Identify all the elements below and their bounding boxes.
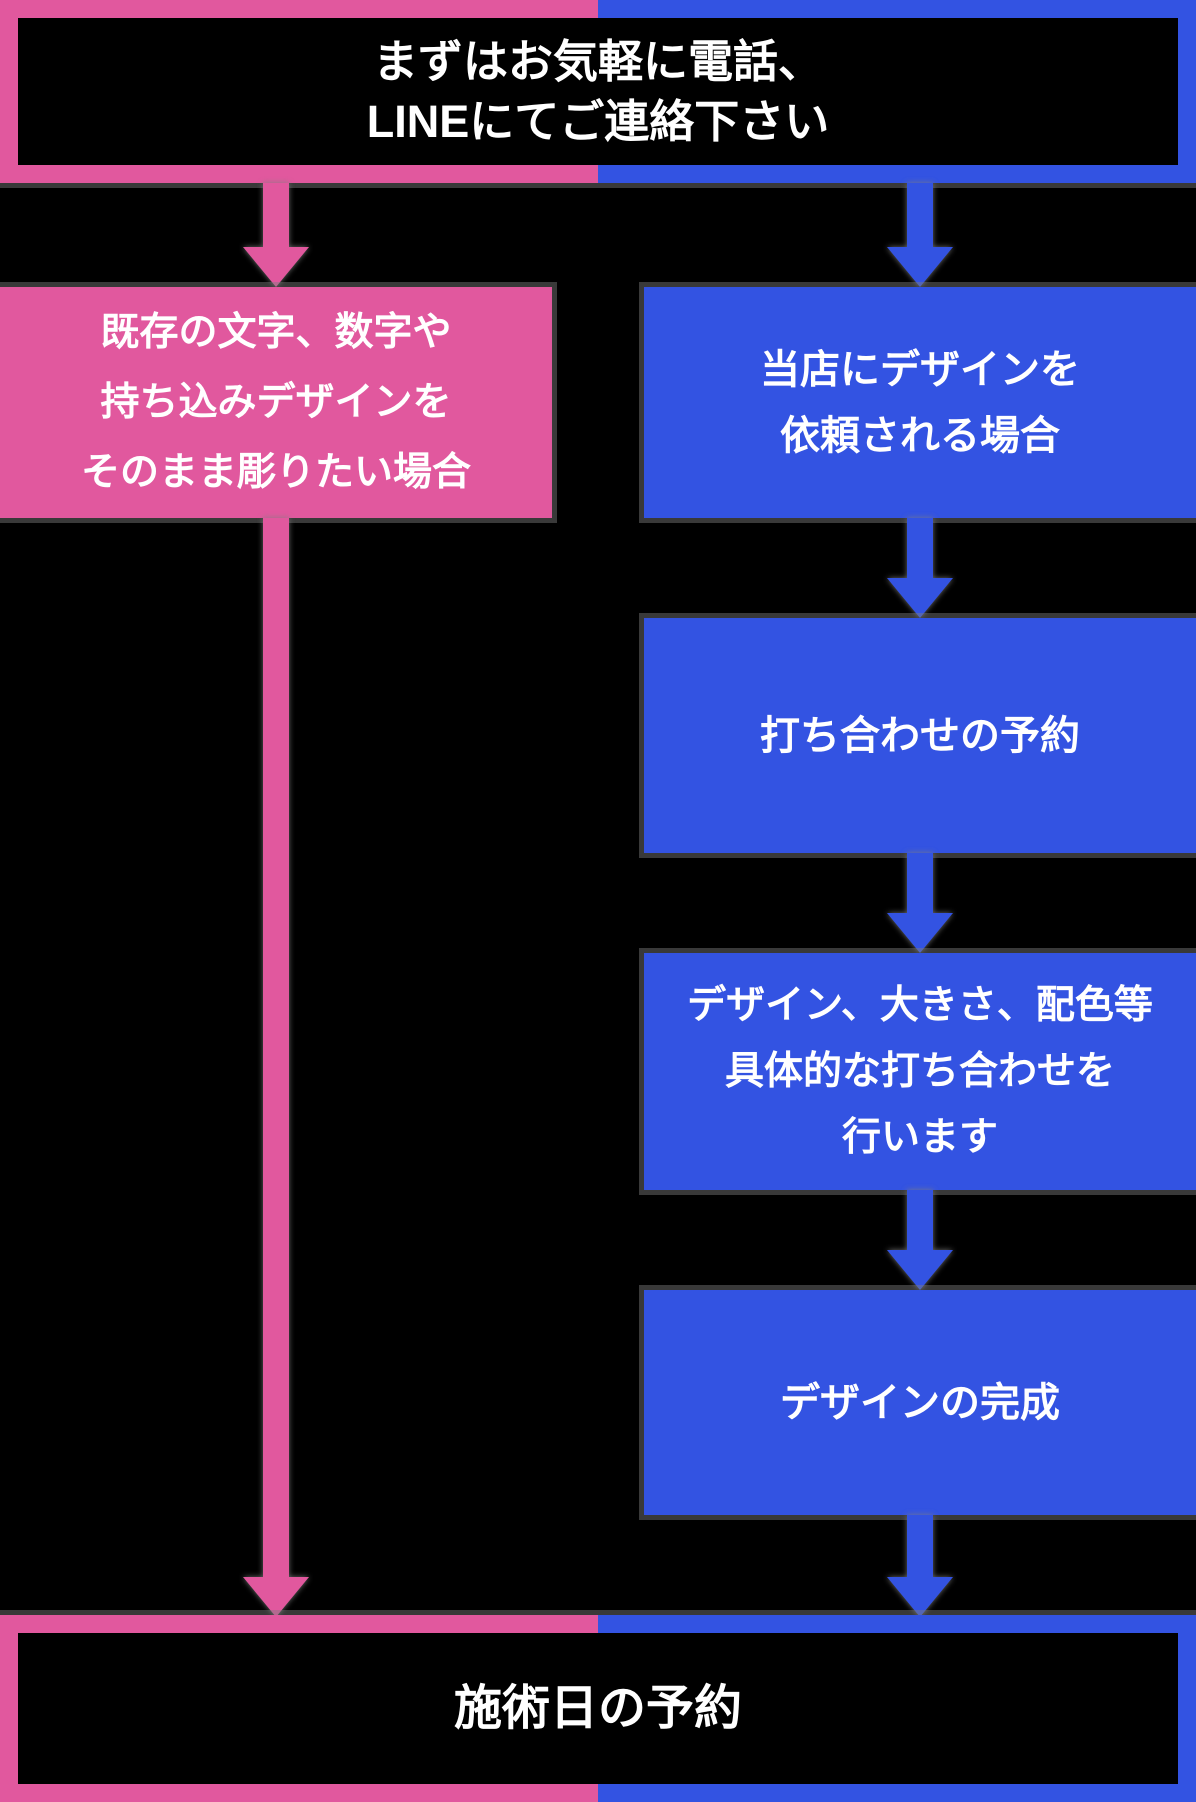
arrow-head-icon (887, 1250, 953, 1290)
arrow-head-icon (887, 913, 953, 953)
arrow-shaft (907, 518, 933, 580)
arrow-banner-to-blue-box1-icon (887, 183, 953, 287)
arrow-blue-box2-to-box3-icon (887, 853, 953, 953)
top-banner: まずはお気軽に電話、 LINEにてご連絡下さい (0, 0, 1196, 183)
arrow-shaft (907, 183, 933, 249)
top-banner-line-1: まずはお気軽に電話、 (372, 35, 823, 87)
arrow-head-icon (243, 1577, 309, 1617)
blue-box3-line-1: デザイン、大きさ、配色等 (687, 983, 1153, 1027)
arrow-head-icon (887, 578, 953, 618)
arrow-shaft (907, 1515, 933, 1579)
pink-branch-box: 既存の文字、数字や 持ち込みデザインを そのまま彫りたい場合 (0, 287, 552, 518)
blue-box4-line-1: デザインの完成 (780, 1380, 1060, 1425)
arrow-pink-box-to-bottom-banner-icon (243, 518, 309, 1617)
blue-box-meeting-reservation: 打ち合わせの予約 (644, 618, 1196, 853)
bottom-banner-text: 施術日の予約 (18, 1633, 1178, 1784)
arrow-head-icon (243, 247, 309, 287)
bottom-banner: 施術日の予約 (0, 1615, 1196, 1802)
top-banner-text: まずはお気軽に電話、 LINEにてご連絡下さい (18, 18, 1178, 165)
arrow-blue-box3-to-box4-icon (887, 1190, 953, 1290)
pink-box-line-2: 持ち込みデザインを (100, 380, 452, 424)
blue-box1-line-2: 依頼される場合 (780, 413, 1060, 458)
arrow-shaft (263, 183, 289, 249)
blue-box3-line-3: 行います (841, 1115, 998, 1159)
blue-box3-line-2: 具体的な打ち合わせを (724, 1049, 1115, 1093)
arrow-shaft (907, 853, 933, 915)
bottom-banner-line-1: 施術日の予約 (453, 1681, 742, 1735)
blue-box-detailed-meeting: デザイン、大きさ、配色等 具体的な打ち合わせを 行います (644, 953, 1196, 1190)
arrow-blue-box1-to-box2-icon (887, 518, 953, 618)
arrow-shaft (263, 518, 289, 1579)
arrow-head-icon (887, 247, 953, 287)
pink-box-line-1: 既存の文字、数字や (100, 310, 452, 354)
arrow-banner-to-pink-box-icon (243, 183, 309, 287)
arrow-shaft (907, 1190, 933, 1252)
blue-box1-line-1: 当店にデザインを (760, 347, 1080, 392)
blue-box2-line-1: 打ち合わせの予約 (760, 713, 1080, 758)
blue-box-design-complete: デザインの完成 (644, 1290, 1196, 1515)
top-banner-line-2: LINEにてご連絡下さい (366, 95, 830, 147)
arrow-head-icon (887, 1577, 953, 1617)
pink-box-line-3: そのまま彫りたい場合 (80, 450, 471, 494)
blue-box-request-design: 当店にデザインを 依頼される場合 (644, 287, 1196, 518)
arrow-blue-box4-to-bottom-banner-icon (887, 1515, 953, 1617)
